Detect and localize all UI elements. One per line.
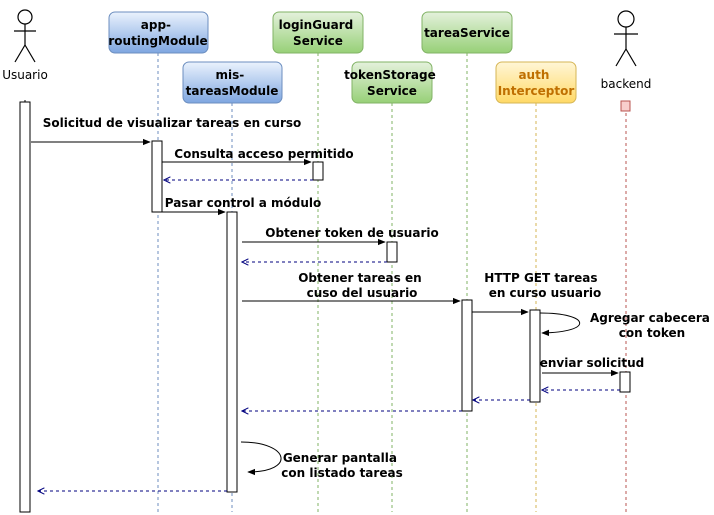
activation-auth-interceptor: [529, 309, 541, 403]
message-label-2: Consulta acceso permitido: [174, 147, 353, 161]
activation-app-routing: [151, 140, 163, 213]
activation-bars: [19, 101, 631, 513]
participant-label-line: Service: [293, 34, 343, 48]
participant-token-storage-service: tokenStorage Service: [344, 61, 440, 104]
participant-label-line: app-: [141, 18, 171, 32]
message-arrow-9-self: [240, 441, 282, 476]
message-label-4: Obtener token de usuario: [265, 226, 438, 240]
svg-text:app- routingModule: app- routingModule: [108, 18, 207, 48]
participant-label-line: tokenStorage: [344, 68, 436, 82]
activation-backend: [619, 371, 631, 393]
svg-text:auth Interceptor: auth Interceptor: [498, 68, 575, 98]
svg-text:loginGuard Service: loginGuard Service: [279, 18, 358, 48]
message-label-9: Generar pantalla con listado tareas: [281, 451, 402, 480]
participant-auth-interceptor: auth Interceptor: [495, 61, 577, 104]
participant-mis-tareas-module: mis- tareasModule: [182, 61, 283, 104]
participant-label-line: auth: [518, 68, 549, 82]
message-label-8: enviar solicitud: [540, 356, 645, 370]
message-label-3: Pasar control a módulo: [165, 196, 322, 210]
participant-tarea-service: tareaService: [421, 11, 513, 54]
activation-usuario: [19, 101, 31, 513]
message-arrow-7-self: [539, 312, 581, 337]
activation-login-guard: [312, 161, 324, 181]
activation-tarea-service: [461, 299, 473, 412]
participant-label-line: tareaService: [424, 26, 510, 40]
participant-label-line: Interceptor: [498, 84, 575, 98]
message-label-1: Solicitud de visualizar tareas en curso: [43, 116, 302, 130]
svg-text:tokenStorage Service: tokenStorage Service: [344, 68, 440, 98]
svg-text:tareaService: tareaService: [424, 26, 510, 40]
activation-mis-tareas: [226, 211, 238, 493]
participant-app-routing-module: app- routingModule: [108, 11, 209, 54]
actor-label-backend: backend: [601, 77, 652, 91]
messages: [31, 138, 619, 476]
stick-figure-icon: [614, 10, 638, 67]
actor-usuario: Usuario: [2, 9, 48, 82]
activation-token-storage: [386, 241, 398, 263]
message-label-7: Agregar cabecera con token: [590, 311, 714, 340]
actor-backend: backend: [601, 10, 652, 112]
participant-label-line: tareasModule: [186, 84, 279, 98]
actor-label-usuario: Usuario: [2, 68, 48, 82]
svg-text:mis- tareasModule: mis- tareasModule: [186, 68, 279, 98]
participant-label-line: Service: [367, 84, 417, 98]
message-label-5: Obtener tareas en cuso del usuario: [298, 271, 426, 300]
participant-label-line: routingModule: [108, 34, 207, 48]
message-label-6: HTTP GET tareas en curso usuario: [484, 271, 601, 300]
participant-label-line: mis-: [216, 68, 245, 82]
return-messages: [38, 180, 620, 491]
backend-activation-marker: [620, 100, 631, 112]
participant-label-line: loginGuard: [279, 18, 354, 32]
participant-login-guard-service: loginGuard Service: [272, 11, 364, 54]
stick-figure-icon: [14, 9, 36, 63]
